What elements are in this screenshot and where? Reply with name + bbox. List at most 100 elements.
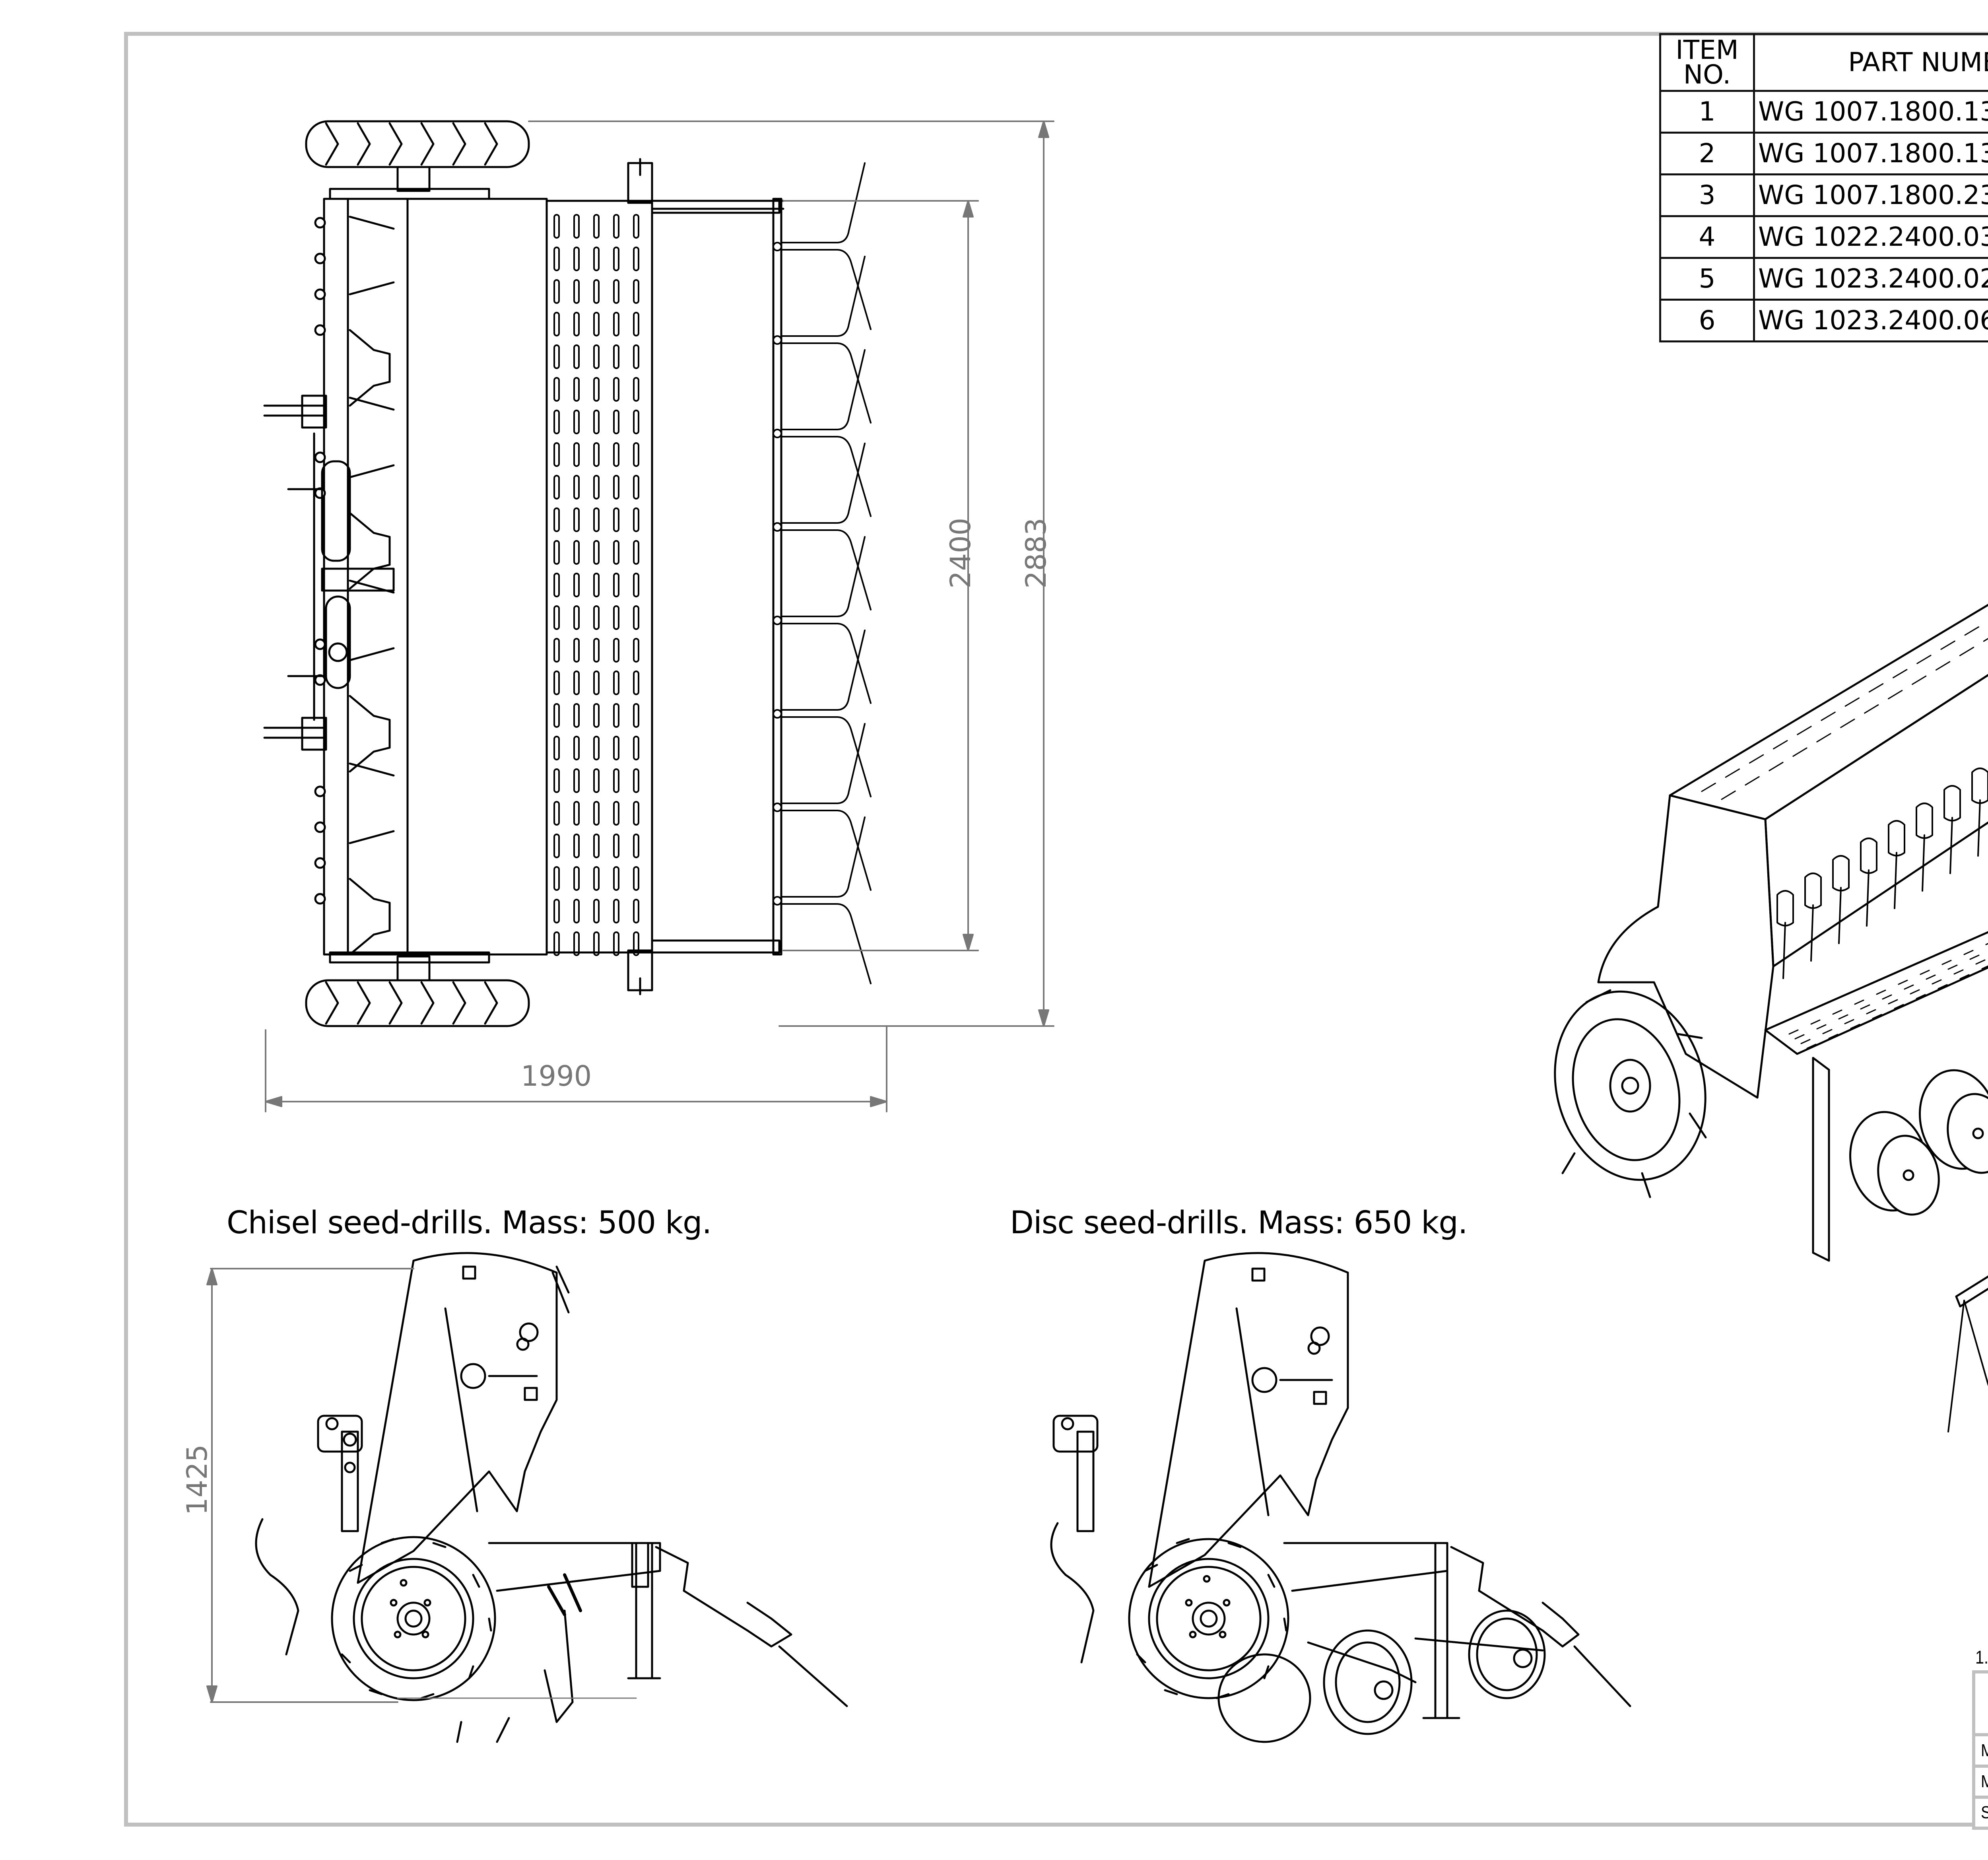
iso-harrow-bar xyxy=(1955,1275,1988,1308)
iso-sowing-unit xyxy=(1776,890,1794,979)
iso-board-slot xyxy=(1941,960,1952,965)
iso-hopper-front xyxy=(1764,674,1988,968)
board-slot xyxy=(553,768,560,793)
board-slot xyxy=(573,540,580,565)
board-slot xyxy=(613,344,619,369)
board-slot xyxy=(593,801,600,826)
bom-row: 4 WG 1022.2400.030 Cover 1 xyxy=(1659,215,1988,259)
board-slot xyxy=(633,377,639,402)
bom-part-number: WG 1007.1800.130-01 xyxy=(1753,132,1988,175)
harrow-tine xyxy=(780,723,872,891)
iso-press-wheel xyxy=(1947,1093,1988,1174)
board-slot xyxy=(593,671,600,695)
board-slot xyxy=(553,475,560,499)
board-slot xyxy=(553,605,560,630)
board-slot xyxy=(573,801,580,826)
title-block-mass-cell: Mass: 646276.18, g. xyxy=(1972,1733,1988,1768)
board-slot xyxy=(633,768,639,793)
board-slot xyxy=(553,931,560,956)
board-slot xyxy=(593,214,600,239)
board-slot xyxy=(553,410,560,434)
board-slot xyxy=(613,834,619,858)
board-slot xyxy=(613,442,619,467)
iso-disc-hub xyxy=(1903,1169,1914,1181)
board-slot xyxy=(553,866,560,891)
iso-side-plate xyxy=(1597,794,1774,1099)
board-slot xyxy=(553,736,560,760)
iso-board-slot xyxy=(1916,994,1926,999)
iso-sowing-unit xyxy=(1888,820,1905,909)
bom-part-number: WG 1007.1800.130 xyxy=(1753,90,1988,134)
iso-disc-coulters xyxy=(1849,1069,1988,1216)
board-slot xyxy=(593,540,600,565)
board-slot xyxy=(573,410,580,434)
board-slot xyxy=(573,279,580,304)
board-slot xyxy=(573,671,580,695)
iso-board-slot xyxy=(1806,1044,1817,1049)
board-slot xyxy=(573,768,580,793)
bom-item-no: 5 xyxy=(1659,257,1755,301)
board-slot xyxy=(633,605,639,630)
board-slot xyxy=(613,377,619,402)
chisel-side-view xyxy=(206,1252,848,1743)
chisel-drive-wheel xyxy=(331,1536,496,1701)
board-slot xyxy=(553,638,560,663)
board-slot xyxy=(573,377,580,402)
board-slot xyxy=(593,475,600,499)
board-slot xyxy=(553,442,560,467)
iso-board-slot xyxy=(1816,1024,1827,1030)
dimension-height-label: 1425 xyxy=(181,1444,214,1515)
iso-sowing-unit xyxy=(1971,768,1988,857)
harrow-tine xyxy=(780,162,872,330)
board-slot xyxy=(553,573,560,597)
board-slot xyxy=(573,312,580,336)
board-slot xyxy=(553,899,560,923)
disc-view-caption: Disc seed-drills. Mass: 650 kg. xyxy=(1010,1205,1468,1241)
board-slot xyxy=(633,214,639,239)
bom-row: 5 WG 1023.2400.020 Disk frame 1 xyxy=(1659,257,1988,301)
tine-clamp xyxy=(773,242,782,251)
board-slot xyxy=(633,736,639,760)
board-slot xyxy=(633,410,639,434)
iso-board xyxy=(1764,931,1988,1055)
iso-disc-hub xyxy=(1972,1127,1984,1139)
board-slot xyxy=(633,638,639,663)
dimension-working-width-label: 2400 xyxy=(944,517,977,589)
iso-sowing-unit xyxy=(1860,838,1877,927)
harrow-tine xyxy=(780,630,872,797)
iso-board-slot xyxy=(1832,1009,1842,1015)
bom-item-no: 1 xyxy=(1659,90,1755,134)
board-slot xyxy=(573,703,580,728)
board-slot xyxy=(593,312,600,336)
board-slot xyxy=(633,442,639,467)
isometric-view xyxy=(1554,604,1988,1432)
board-slot xyxy=(613,312,619,336)
dimension-overall-length-label: 2883 xyxy=(1020,517,1052,589)
bom-item-no: 6 xyxy=(1659,299,1755,342)
iso-board-slot xyxy=(1938,984,1948,989)
iso-board-slot xyxy=(1866,1009,1876,1015)
harrow-tine xyxy=(780,816,872,984)
harrow-tine xyxy=(780,536,872,704)
board-slot xyxy=(613,671,619,695)
scale-value: Scale: 1:20 xyxy=(1981,1803,1988,1823)
iso-board-slot xyxy=(1981,965,1988,970)
iso-board-slot xyxy=(1975,959,1986,965)
board-slot xyxy=(613,638,619,663)
iso-sowing-mechanisms xyxy=(1776,768,1988,979)
board-slot xyxy=(613,899,619,923)
mass-value: Mass: 646276.18, g. xyxy=(1981,1741,1988,1761)
tine-clamp xyxy=(773,522,782,532)
board-slot xyxy=(613,279,619,304)
board-slot xyxy=(573,638,580,663)
title-block-material-cell: Material: xyxy=(1972,1765,1988,1799)
board-slot xyxy=(593,866,600,891)
bom-item-no: 2 xyxy=(1659,132,1755,175)
board-slot xyxy=(573,834,580,858)
iso-board-slot xyxy=(1810,1019,1821,1025)
board-slot xyxy=(573,214,580,239)
